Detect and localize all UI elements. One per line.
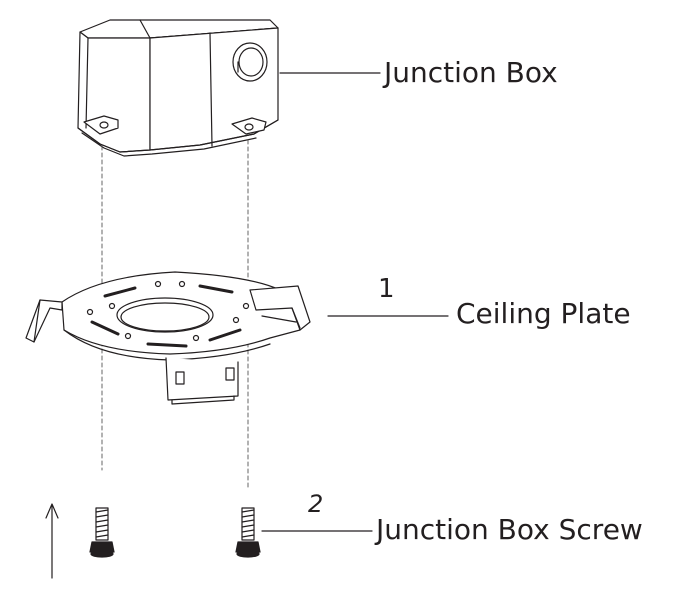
junction-box-icon [77, 19, 279, 157]
ceiling-plate-icon [25, 271, 311, 405]
screw-icon [235, 507, 261, 558]
screw-icon [89, 507, 115, 558]
callout-number-2: 2 [308, 490, 324, 518]
label-junction-box-screw: Junction Box Screw [376, 513, 643, 546]
callout-number-1: 1 [378, 274, 395, 304]
label-ceiling-plate: Ceiling Plate [456, 297, 631, 330]
up-arrow-icon [45, 503, 59, 579]
label-junction-box: Junction Box [384, 56, 558, 89]
